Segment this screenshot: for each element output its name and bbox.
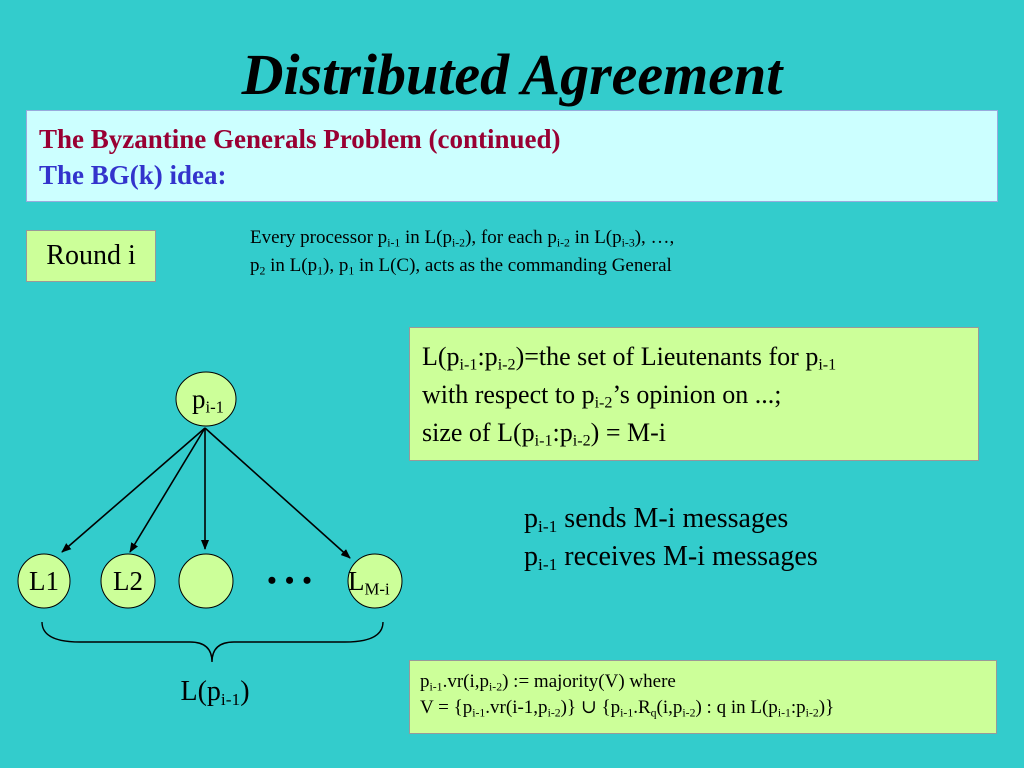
- root-node-label: pi-1: [191, 384, 225, 417]
- node-lmi: [347, 553, 403, 609]
- description-line-2: p2 in L(p1), p1 in L(C), acts as the com…: [250, 255, 672, 278]
- node-lmi-label: LM-i: [348, 566, 390, 599]
- lieutenant-definition-box: L(pi-1:pi-2)=the set of Lieutenants for …: [409, 327, 979, 461]
- ellipsis-indicator: • • •: [267, 566, 313, 595]
- node-l1: [17, 553, 71, 609]
- node-l2-label: L2: [113, 566, 143, 596]
- node-3: [178, 553, 234, 609]
- arrow-to-l1: [61, 427, 206, 553]
- vote-line-2: V = {pi-1.vr(i-1,pi-2)} ∪ {pi-1.Rq(i,pi-…: [420, 697, 835, 720]
- lieutenant-line-3: size of L(pi-1:pi-2) = M-i: [422, 418, 666, 450]
- arrow-to-l2: [129, 427, 206, 553]
- message-counts: pi-1 sends M-i messages pi-1 receives M-…: [524, 500, 944, 576]
- receives-line: pi-1 receives M-i messages: [524, 541, 818, 574]
- description-line-1: Every processor pi-1 in L(pi-2), for eac…: [250, 227, 675, 250]
- header-line-1: The Byzantine Generals Problem (continue…: [39, 124, 561, 154]
- arrow-to-lmi: [204, 427, 351, 559]
- lieutenant-line-1: L(pi-1:pi-2)=the set of Lieutenants for …: [422, 342, 837, 374]
- header-line-2: The BG(k) idea:: [39, 160, 227, 190]
- group-label: L(pi-1): [180, 676, 250, 709]
- lieutenant-line-2: with respect to pi-2’s opinion on ...;: [422, 380, 782, 412]
- majority-vote-box: pi-1.vr(i,pi-2) := majority(V) where V =…: [409, 660, 997, 734]
- group-brace: [41, 621, 384, 663]
- round-description: Every processor pi-1 in L(pi-2), for eac…: [250, 224, 890, 280]
- round-label-box: Round i: [26, 230, 156, 282]
- node-l2: [100, 553, 156, 609]
- vote-line-1: pi-1.vr(i,pi-2) := majority(V) where: [420, 671, 676, 694]
- sends-line: pi-1 sends M-i messages: [524, 503, 789, 536]
- node-l1-label: L1: [29, 566, 59, 596]
- slide-title: Distributed Agreement: [241, 42, 783, 107]
- root-node: [175, 371, 237, 427]
- round-label: Round i: [46, 240, 136, 271]
- header-box: The Byzantine Generals Problem (continue…: [26, 110, 998, 202]
